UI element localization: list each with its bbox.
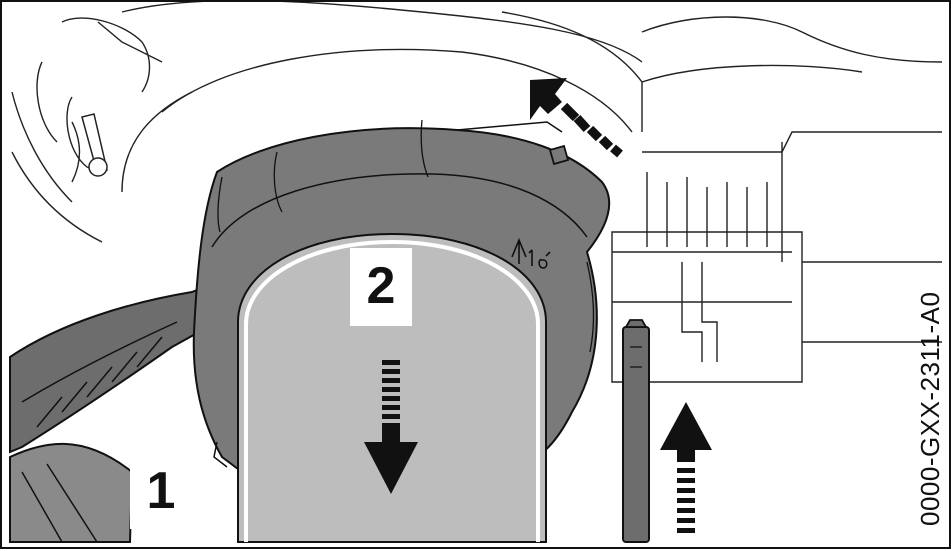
document-code: 0000-GXX-2311-A0 [915, 291, 945, 526]
hex-key-tool [622, 319, 650, 543]
rod-knob [81, 113, 108, 177]
dashed-arrow-down-icon [364, 360, 418, 494]
dashed-arrow-up-left-icon [530, 78, 623, 158]
dashed-arrow-up-icon [660, 402, 712, 533]
adjust-marking-glyph [511, 237, 551, 269]
step-label-2: 2 [350, 248, 412, 326]
machine-outline-background [11, 2, 943, 383]
step-label-1: 1 [130, 457, 192, 529]
